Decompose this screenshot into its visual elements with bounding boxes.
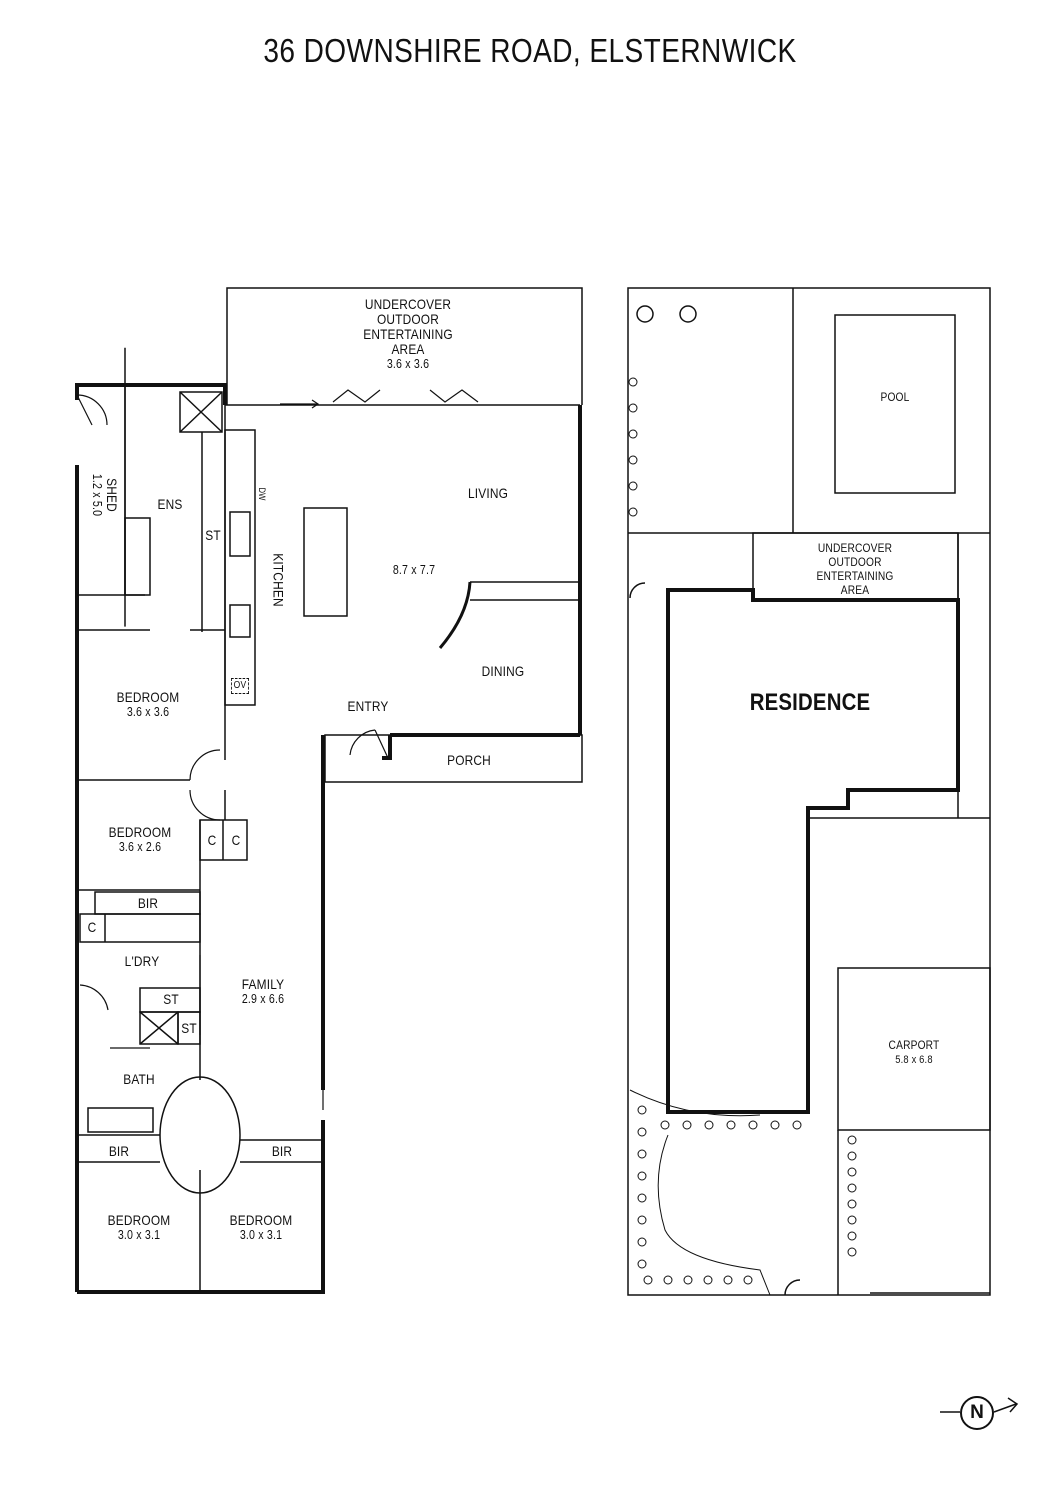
storage-label: ST <box>163 991 179 1007</box>
label-line: AREA <box>840 583 870 597</box>
pool-outline <box>834 314 956 494</box>
cupboard-label: C <box>231 832 241 848</box>
shrub-icon <box>723 1275 733 1285</box>
room-label-bedroom-2: BEDROOM 3.6 x 2.6 <box>109 825 172 855</box>
living-dims: 8.7 x 7.7 <box>392 563 436 577</box>
carport-label: CARPORT 5.8 x 6.8 <box>889 1038 940 1067</box>
room-name: BEDROOM <box>229 1212 293 1228</box>
label-line: OUTDOOR <box>828 555 882 569</box>
shrub-icon <box>637 1105 647 1115</box>
label-line: ENTERTAINING <box>363 326 453 342</box>
shrub-icon <box>847 1135 857 1145</box>
room-dims: 3.6 x 3.6 <box>386 357 430 371</box>
shrub-icon <box>847 1151 857 1161</box>
house-inner-walls <box>77 347 583 1292</box>
room-label-outdoor-area: UNDERCOVER OUTDOOR ENTERTAINING AREA 3.6… <box>363 297 453 372</box>
shrub-icon <box>660 1120 670 1130</box>
room-label-ens: ENS <box>157 496 183 512</box>
room-label-porch: PORCH <box>447 752 491 768</box>
room-label-kitchen: KITCHEN <box>270 553 287 607</box>
pool-label: POOL <box>880 390 910 404</box>
shrub-icon <box>683 1275 693 1285</box>
label-line: UNDERCOVER <box>364 296 452 312</box>
room-label-storage: ST <box>205 527 221 543</box>
shrub-icon <box>847 1167 857 1177</box>
shrub-icon <box>637 1127 647 1137</box>
page-title: 36 DOWNSHIRE ROAD, ELSTERNWICK <box>263 32 797 69</box>
label-line: OUTDOOR <box>376 311 439 327</box>
dishwasher-label: DW <box>257 487 267 501</box>
label-line: UNDERCOVER <box>817 541 893 555</box>
room-dims: 2.9 x 6.6 <box>241 992 285 1006</box>
room-name: BEDROOM <box>108 824 172 840</box>
bir-label: BIR <box>271 1143 293 1159</box>
shrub-icon <box>703 1275 713 1285</box>
shrub-icon <box>847 1215 857 1225</box>
shrub-icon <box>628 481 638 491</box>
shrub-icon <box>637 1215 647 1225</box>
shrub-icon <box>704 1120 714 1130</box>
room-dims: 3.0 x 3.1 <box>239 1228 283 1242</box>
storage-label: ST <box>181 1020 197 1036</box>
bir-label: BIR <box>137 895 159 911</box>
oven-label: OV <box>231 678 249 694</box>
shrub-icon <box>682 1120 692 1130</box>
bir-label: BIR <box>108 1143 130 1159</box>
shrub-icon <box>748 1120 758 1130</box>
shrub-icon <box>770 1120 780 1130</box>
room-dims: 3.0 x 3.1 <box>117 1228 161 1242</box>
room-label-bedroom-4: BEDROOM 3.0 x 3.1 <box>230 1213 293 1243</box>
shrub-icon <box>743 1275 753 1285</box>
room-label-laundry: L'DRY <box>124 953 160 969</box>
shrub-icon <box>637 1237 647 1247</box>
shrub-icon <box>637 1149 647 1159</box>
room-label-living: LIVING <box>467 485 509 501</box>
shrub-icon <box>628 455 638 465</box>
shrub-icon <box>628 507 638 517</box>
label-line: AREA <box>391 341 425 357</box>
room-name: CARPORT <box>888 1038 940 1052</box>
north-compass: N <box>960 1396 994 1430</box>
shrub-icon <box>637 1259 647 1269</box>
shrub-icon <box>628 377 638 387</box>
shrub-icon <box>847 1183 857 1193</box>
residence-label: RESIDENCE <box>749 689 871 716</box>
room-label-bedroom-3: BEDROOM 3.0 x 3.1 <box>108 1213 171 1243</box>
room-name: BEDROOM <box>107 1212 171 1228</box>
room-label-dining: DINING <box>481 663 525 679</box>
shrub-icon <box>637 1193 647 1203</box>
room-label-entry: ENTRY <box>347 698 389 714</box>
shrub-icon <box>637 1171 647 1181</box>
shrub-icon <box>628 429 638 439</box>
residence-outline <box>666 588 960 1114</box>
compass-arrow <box>940 1397 1019 1413</box>
room-dims: 5.8 x 6.8 <box>895 1054 933 1066</box>
room-dims: 3.6 x 3.6 <box>126 705 170 719</box>
room-dims: 3.6 x 2.6 <box>118 840 162 854</box>
label-line: ENTERTAINING <box>816 569 894 583</box>
room-name: FAMILY <box>241 976 285 992</box>
outdoor-area-outline <box>226 287 583 405</box>
site-boundary <box>627 287 991 1296</box>
shrub-icon <box>643 1275 653 1285</box>
shrub-icon <box>792 1120 802 1130</box>
room-label-bath: BATH <box>123 1071 155 1087</box>
cupboard-label: C <box>87 919 97 935</box>
site-outdoor-area-label: UNDERCOVER OUTDOOR ENTERTAINING AREA <box>816 541 893 597</box>
room-label-family: FAMILY 2.9 x 6.6 <box>242 977 284 1007</box>
room-label-bedroom-1: BEDROOM 3.6 x 3.6 <box>117 690 180 720</box>
cupboard-label: C <box>207 832 217 848</box>
shrub-icon <box>628 403 638 413</box>
room-name: BEDROOM <box>116 689 180 705</box>
room-dims: 1.2 x 5.0 <box>90 473 104 517</box>
room-label-shed: SHED 1.2 x 5.0 <box>89 473 120 517</box>
room-name: SHED <box>104 478 120 512</box>
shrub-icon <box>847 1199 857 1209</box>
shrub-icon <box>726 1120 736 1130</box>
shrub-icon <box>847 1231 857 1241</box>
shrub-icon <box>663 1275 673 1285</box>
shrub-icon <box>847 1247 857 1257</box>
doors <box>76 389 479 1110</box>
